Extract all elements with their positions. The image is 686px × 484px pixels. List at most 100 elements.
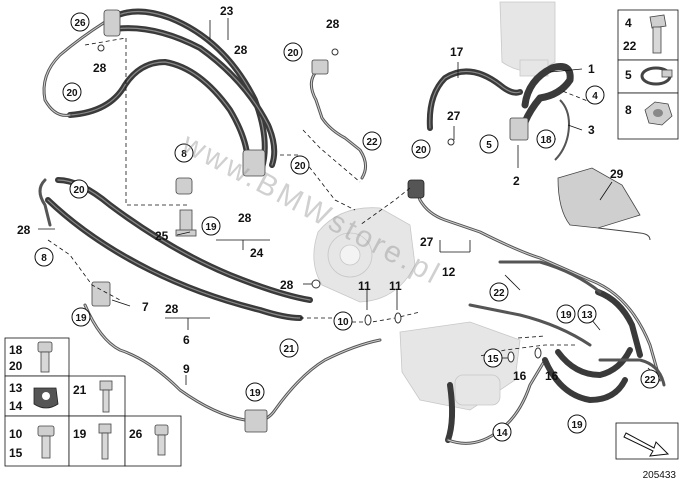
legend-left-26: 26 — [129, 427, 143, 441]
bolt-icon-26 — [154, 424, 169, 456]
callout-14-circle: 14 — [492, 422, 512, 442]
svg-text:19: 19 — [571, 420, 583, 431]
circled-callouts: 26 20 20 20 20 20 22 22 22 8 8 19 19 19 … — [34, 12, 660, 442]
pipe-27 — [407, 179, 662, 382]
svg-text:19: 19 — [560, 310, 572, 321]
bolt-icon — [649, 14, 667, 54]
hose-group-23 — [42, 8, 278, 177]
svg-text:20: 20 — [66, 88, 78, 99]
svg-text:22: 22 — [366, 137, 378, 148]
callout-20-circle-d: 20 — [69, 179, 89, 199]
callout-4-circle: 4 — [585, 85, 605, 105]
reservoir-ghost — [499, 1, 556, 77]
callout-28-mid: 28 — [238, 211, 252, 225]
legend-right-22: 22 — [623, 39, 637, 53]
svg-text:8: 8 — [41, 253, 47, 264]
callout-15-circle: 15 — [483, 348, 503, 368]
legend-right-8: 8 — [625, 103, 632, 117]
callout-13-circle: 13 — [577, 304, 597, 324]
svg-text:4: 4 — [592, 91, 598, 102]
callout-20-circle-e: 20 — [411, 139, 431, 159]
hose-6 — [38, 177, 313, 321]
clamp-8 — [175, 177, 193, 195]
callout-26-circle: 26 — [70, 12, 90, 32]
left-legend: 18 20 13 14 21 10 15 19 — [4, 337, 182, 467]
bolt-icon-19 — [98, 423, 112, 460]
callout-3: 3 — [588, 123, 595, 137]
callout-9: 9 — [183, 362, 190, 376]
steering-gear-ghost — [399, 321, 521, 411]
callout-22-circle-b: 22 — [489, 282, 509, 302]
banjo-bolt-icon-10 — [37, 425, 55, 459]
callout-27-upper: 27 — [447, 109, 461, 123]
callout-20-circle-a: 20 — [62, 82, 82, 102]
svg-text:26: 26 — [74, 18, 86, 29]
callout-28-farleft: 28 — [17, 223, 31, 237]
grommet-icon — [33, 387, 59, 409]
steering-pump-ghost — [313, 207, 416, 303]
bracket-19c — [244, 409, 268, 433]
clip-3 — [554, 99, 570, 161]
svg-text:21: 21 — [283, 344, 295, 355]
legend-right-4: 4 — [625, 16, 632, 30]
callout-19-circle-e: 19 — [567, 414, 587, 434]
hose-16 — [542, 347, 666, 403]
banjo-bolt-icon — [37, 341, 53, 373]
legend-left-19: 19 — [73, 427, 87, 441]
legend-left-20: 20 — [9, 359, 23, 373]
bracket-25 — [175, 209, 197, 237]
callout-19-circle-b: 19 — [71, 307, 91, 327]
callout-28-top: 28 — [234, 43, 248, 57]
svg-text:19: 19 — [75, 313, 87, 324]
callout-16-left: 16 — [513, 369, 527, 383]
svg-text:13: 13 — [581, 310, 593, 321]
svg-text:5: 5 — [486, 140, 492, 151]
svg-text:10: 10 — [337, 317, 349, 328]
callout-22-circle-a: 22 — [362, 131, 382, 151]
callout-28-topright: 28 — [326, 17, 340, 31]
callout-7: 7 — [142, 300, 149, 314]
legend-left-21: 21 — [73, 383, 87, 397]
svg-text:15: 15 — [487, 354, 499, 365]
callout-18-circle: 18 — [536, 129, 556, 149]
legend-right-5: 5 — [625, 68, 632, 82]
callout-20-circle-c: 20 — [290, 155, 310, 175]
svg-text:20: 20 — [415, 145, 427, 156]
callout-19-circle-d: 19 — [556, 304, 576, 324]
callout-27-lower: 27 — [420, 235, 434, 249]
bracket-7 — [91, 281, 111, 307]
heat-shield-29 — [557, 167, 651, 241]
nut-icon — [644, 101, 673, 126]
pipe-group-20 — [309, 59, 367, 180]
callout-11-left: 11 — [358, 279, 371, 293]
hose-17 — [426, 63, 574, 141]
callout-16-right: 16 — [545, 369, 559, 383]
svg-text:14: 14 — [496, 428, 508, 439]
seal-rings — [97, 44, 542, 363]
svg-text:8: 8 — [181, 149, 187, 160]
callout-8-circle-a: 8 — [174, 143, 194, 163]
callout-20-circle-b: 20 — [283, 42, 303, 62]
callout-1: 1 — [588, 62, 595, 76]
right-legend: 4 22 5 8 — [617, 9, 679, 140]
callout-6: 6 — [183, 333, 190, 347]
callout-8-circle-b: 8 — [34, 247, 54, 267]
callout-24: 24 — [250, 246, 264, 260]
callout-28-lower: 28 — [165, 302, 179, 316]
svg-text:22: 22 — [493, 288, 505, 299]
svg-text:22: 22 — [644, 375, 656, 386]
callout-28-left: 28 — [93, 61, 107, 75]
callout-19-circle-a: 19 — [201, 216, 221, 236]
callout-23: 23 — [220, 4, 234, 18]
hose-clamp-icon — [640, 66, 673, 86]
svg-text:20: 20 — [294, 161, 306, 172]
callout-25: 25 — [155, 229, 169, 243]
callout-22-circle-c: 22 — [640, 369, 660, 389]
callout-17: 17 — [450, 45, 464, 59]
svg-text:18: 18 — [540, 135, 552, 146]
pipe-22-upper — [468, 260, 602, 347]
bolt-icon-21 — [99, 380, 113, 413]
svg-text:20: 20 — [287, 48, 299, 59]
arrow-icon — [623, 432, 670, 457]
